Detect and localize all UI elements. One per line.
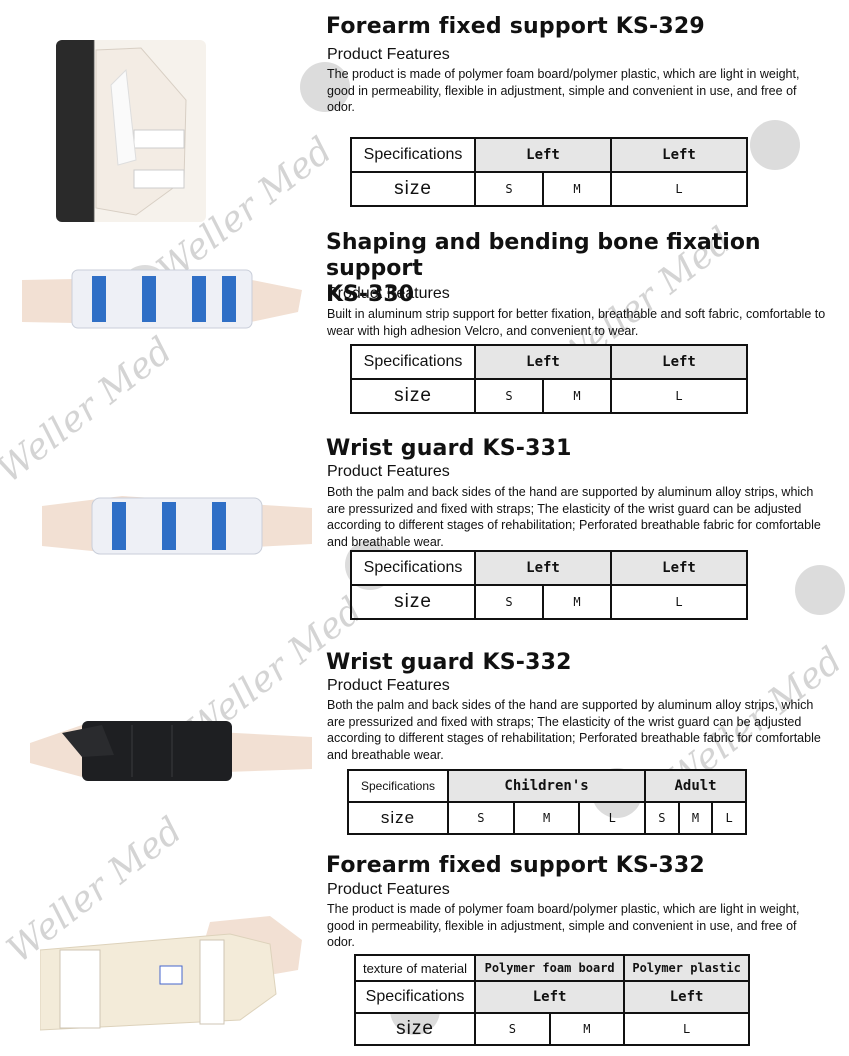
- product-photo: [56, 40, 206, 222]
- product-photo: [39, 910, 302, 1040]
- size-cell: L: [711, 801, 747, 835]
- forearm-splint-icon: [39, 916, 302, 1031]
- features-description: Built in aluminum strip support for bett…: [327, 307, 826, 338]
- spec-header: Left: [610, 137, 748, 173]
- features-description: Both the palm and back sides of the hand…: [327, 485, 821, 549]
- size-cell: M: [512, 801, 581, 835]
- size-label: size: [354, 1012, 476, 1046]
- size-cell: S: [474, 1012, 551, 1046]
- features-heading: Product Features: [327, 677, 450, 694]
- features-description: The product is made of polymer foam boar…: [327, 902, 800, 949]
- spec-header: Left: [474, 137, 612, 173]
- spec-table: Specifications Children's Adult size S M…: [347, 769, 747, 835]
- size-label: size: [350, 378, 476, 414]
- spec-header: Left: [623, 980, 750, 1014]
- features-heading: Product Features: [327, 881, 450, 898]
- features-heading: Product Features: [327, 285, 450, 302]
- spec-header: Left: [610, 550, 748, 586]
- spec-table: Specifications Left Left size S M L: [350, 137, 748, 207]
- material-header: Polymer foam board: [473, 954, 626, 982]
- size-cell: L: [610, 171, 748, 207]
- spec-label: Specifications: [354, 980, 476, 1014]
- wrist-guard-icon: [42, 496, 312, 555]
- size-label: size: [347, 801, 449, 835]
- product-title-line: KS-330: [326, 282, 414, 307]
- spec-table: texture of material Polymer foam board P…: [354, 954, 750, 1046]
- spec-label: Specifications: [350, 137, 476, 173]
- material-label: texture of material: [354, 954, 476, 982]
- spec-header: Left: [474, 344, 612, 380]
- size-cell: S: [447, 801, 515, 835]
- features-heading: Product Features: [327, 46, 450, 63]
- product-title: Wrist guard KS-332: [326, 650, 572, 675]
- size-cell: M: [548, 1012, 626, 1046]
- spec-label: Specifications: [350, 550, 476, 586]
- spec-label: Specifications: [350, 344, 476, 380]
- product-title: Forearm fixed support KS-329: [326, 14, 705, 39]
- size-cell: L: [610, 584, 748, 620]
- watermark-logo-icon: [795, 565, 845, 615]
- spec-header: Left: [610, 344, 748, 380]
- product-title: Shaping and bending bone fixation suppor…: [326, 230, 849, 308]
- watermark-logo-icon: [750, 120, 800, 170]
- spec-label: Specifications: [347, 769, 449, 803]
- product-title: Wrist guard KS-331: [326, 436, 572, 461]
- size-label: size: [350, 584, 476, 620]
- size-cell: S: [474, 584, 544, 620]
- spec-header: Left: [474, 550, 612, 586]
- product-title: Forearm fixed support KS-332: [326, 853, 705, 878]
- size-cell: L: [610, 378, 748, 414]
- size-cell: S: [474, 171, 544, 207]
- features-description: Both the palm and back sides of the hand…: [327, 698, 821, 762]
- product-title-line: Shaping and bending bone fixation suppor…: [326, 230, 761, 281]
- size-cell: M: [542, 584, 612, 620]
- features-description: The product is made of polymer foam boar…: [327, 67, 800, 114]
- size-cell: S: [644, 801, 680, 835]
- size-cell: M: [677, 801, 714, 835]
- size-cell: L: [578, 801, 647, 835]
- size-cell: L: [623, 1012, 750, 1046]
- spec-table: Specifications Left Left size S M L: [350, 550, 748, 620]
- spec-table: Specifications Left Left size S M L: [350, 344, 748, 414]
- product-photo: [22, 488, 312, 564]
- black-wrist-guard-icon: [30, 721, 312, 781]
- size-cell: M: [542, 378, 612, 414]
- product-photo: [22, 715, 312, 785]
- watermark: Weller Med: [0, 329, 180, 492]
- wrist-support-icon: [22, 269, 302, 329]
- spec-header: Left: [473, 980, 626, 1014]
- size-label: size: [350, 171, 476, 207]
- features-heading: Product Features: [327, 463, 450, 480]
- size-cell: M: [542, 171, 612, 207]
- material-header: Polymer plastic: [623, 954, 750, 982]
- spec-header: Adult: [644, 769, 747, 803]
- forearm-splint-icon: [95, 47, 187, 216]
- size-cell: S: [474, 378, 544, 414]
- product-photo: [22, 262, 312, 338]
- spec-header: Children's: [446, 769, 647, 803]
